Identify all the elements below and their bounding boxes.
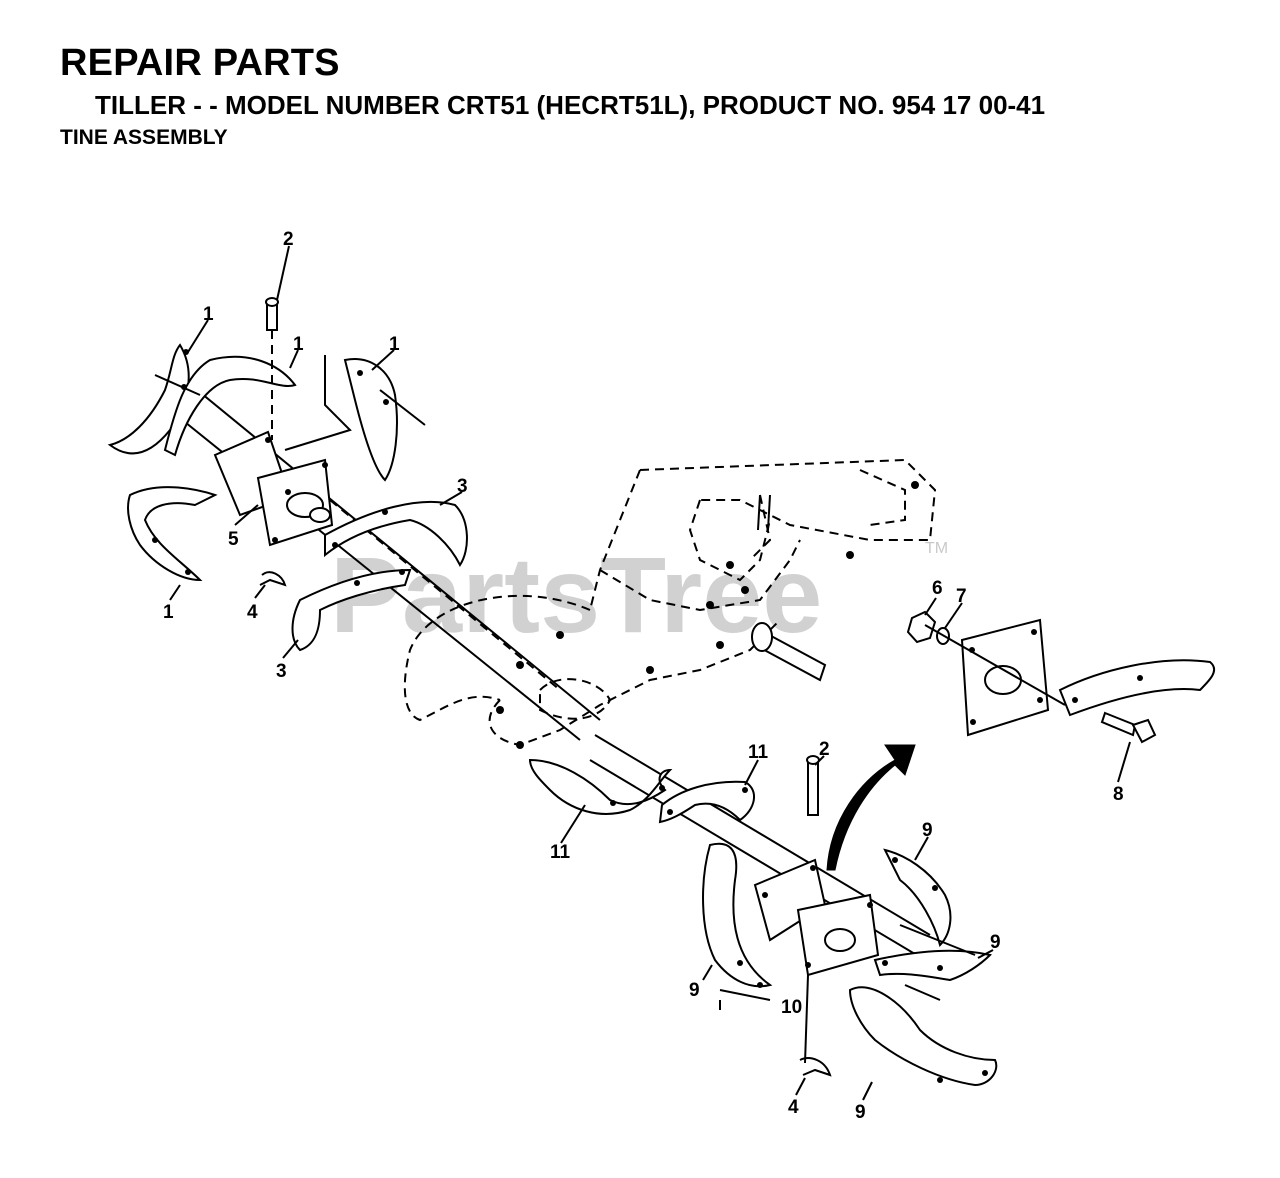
callout-label: 3 — [276, 661, 287, 682]
watermark-text: PartsTree — [330, 534, 822, 655]
callout-label: 1 — [203, 304, 214, 325]
watermark-trademark: TM — [925, 540, 948, 557]
callout-label: 1 — [293, 334, 304, 355]
callout-label: 9 — [689, 980, 700, 1001]
callout-label: 1 — [163, 602, 174, 623]
callout-label: 6 — [932, 578, 943, 599]
right-side-hardware — [906, 610, 1216, 744]
callout-label: 11 — [748, 742, 769, 763]
leader-lines — [169, 245, 1131, 1101]
callout-label: 2 — [819, 739, 830, 760]
callout-label: 11 — [550, 842, 571, 863]
callout-label: 3 — [457, 476, 468, 497]
right-tine-assembly — [528, 734, 998, 1087]
header: REPAIR PARTS TILLER - - MODEL NUMBER CRT… — [0, 0, 1280, 160]
section-title: TINE ASSEMBLY — [60, 126, 228, 149]
nut-6 — [906, 610, 937, 644]
callout-label: 10 — [781, 997, 802, 1018]
page-subtitle: TILLER - - MODEL NUMBER CRT51 (HECRT51L)… — [95, 90, 1046, 120]
callout-label: 4 — [247, 602, 258, 623]
callout-label: 9 — [990, 932, 1001, 953]
callout-label: 7 — [956, 586, 967, 607]
left-tine-assembly — [107, 297, 601, 741]
callout-label: 9 — [922, 820, 933, 841]
callout-labels: 2 1 1 1 3 5 4 1 3 6 7 8 11 2 11 9 9 9 10… — [163, 229, 1124, 1123]
tiller-housing — [403, 458, 937, 749]
callout-label: 5 — [228, 529, 239, 550]
gearbox-axle — [751, 494, 827, 682]
bolt-8 — [1100, 711, 1137, 737]
callout-label: 4 — [788, 1097, 799, 1118]
callout-label: 2 — [283, 229, 294, 250]
page-title: REPAIR PARTS — [60, 42, 340, 84]
callout-label: 9 — [855, 1102, 866, 1123]
callout-label: 1 — [389, 334, 400, 355]
callout-label: 8 — [1113, 784, 1124, 805]
